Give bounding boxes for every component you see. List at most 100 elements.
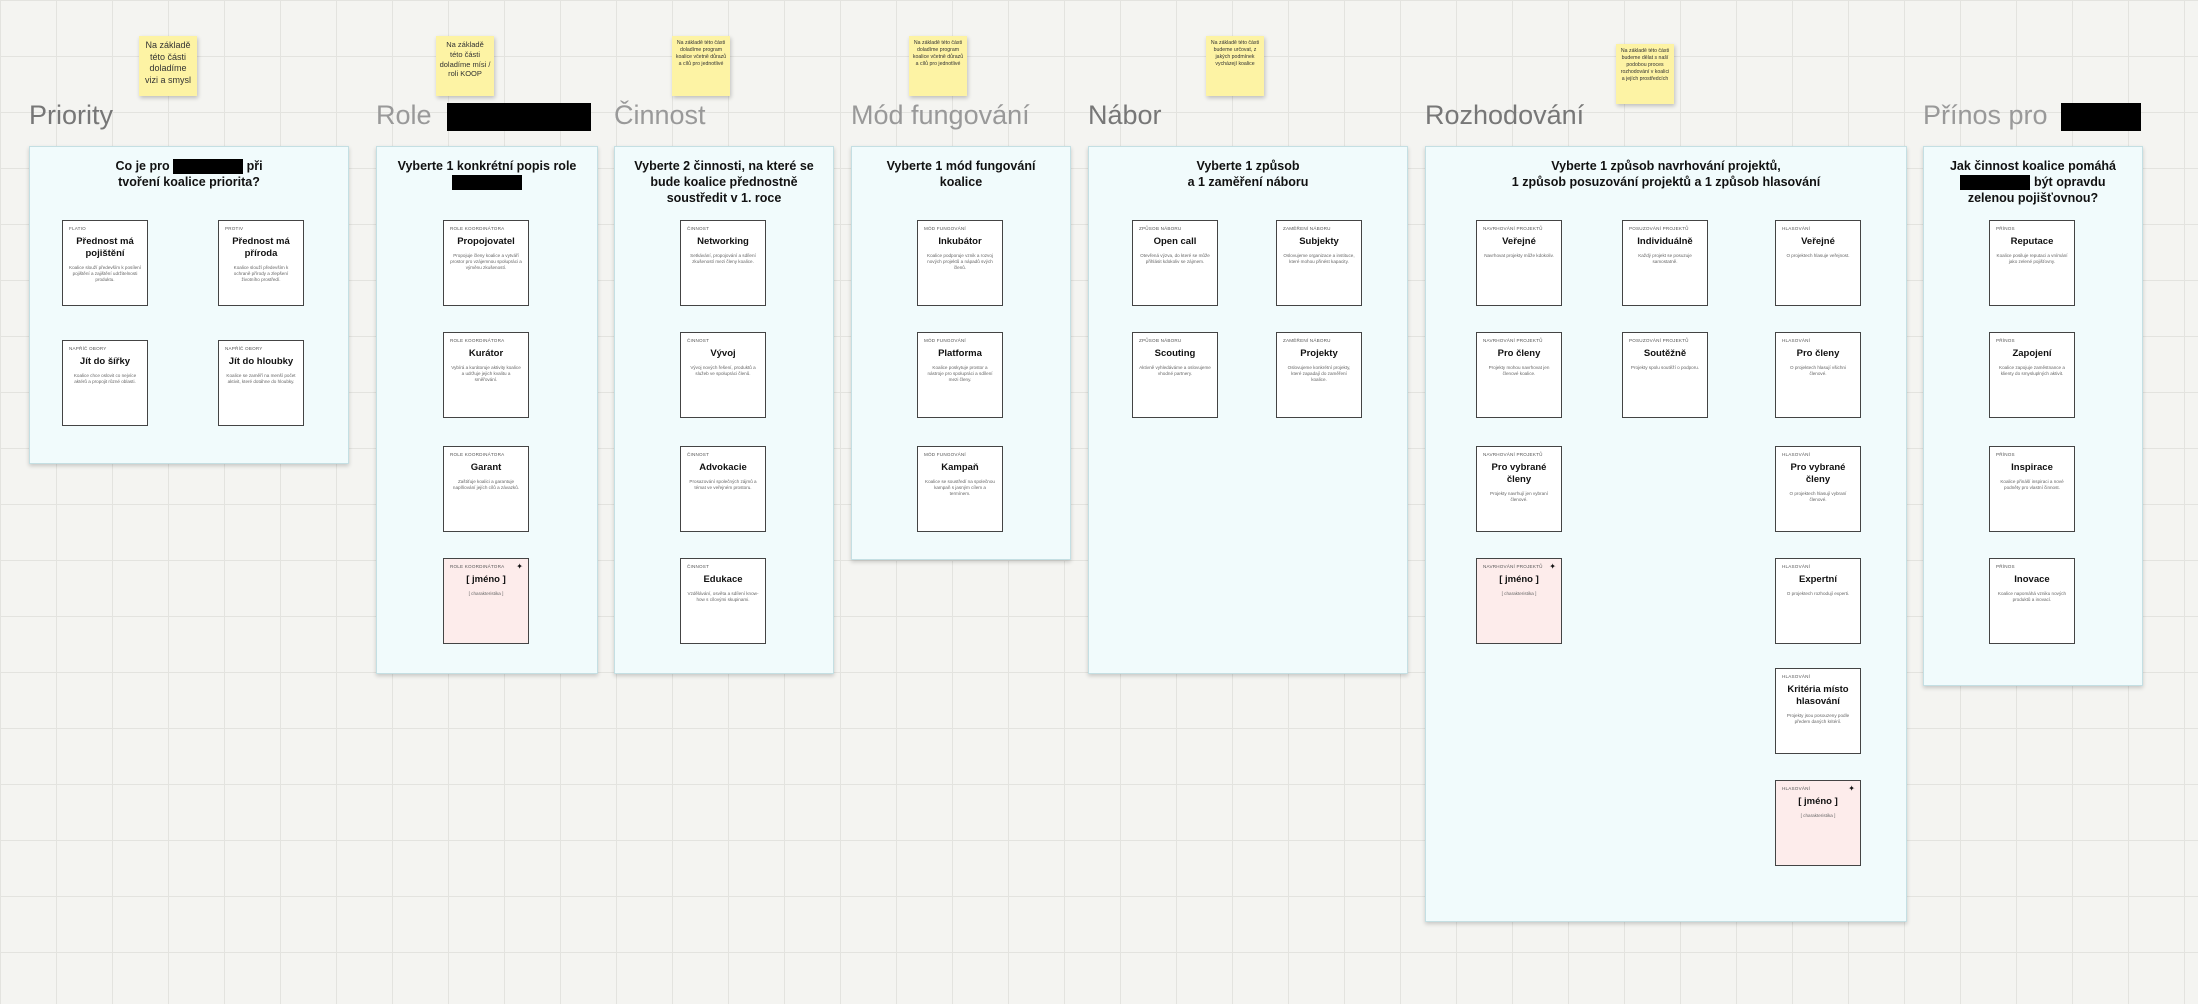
card-rozhodovani-navrh-verejne[interactable]: Navrhování projektůVeřejnéNavrhovat proj… [1476, 220, 1562, 306]
card-description: Projekty jsou posouzeny podle předem dan… [1786, 713, 1850, 725]
card-cinnost-vyvoj[interactable]: ČinnostVývojVývoj nových řešení, produkt… [680, 332, 766, 418]
card-description: Oslovujeme konkrétní projekty, které zap… [1287, 365, 1351, 383]
card-tag: Zaměření náboru [1283, 338, 1331, 343]
card-title: [ jméno ] [1499, 574, 1539, 585]
card-description: Koalice posiluje reputaci a vnímání jako… [1996, 253, 2068, 265]
card-title: Edukace [703, 574, 743, 585]
title-text: být opravdu [2033, 175, 2106, 189]
card-tag: Role koordinátora [450, 452, 505, 457]
card-cinnost-advokacie[interactable]: ČinnostAdvokacieProsazování společných z… [680, 446, 766, 532]
redacted-name [173, 159, 244, 175]
bird-icon: ✦ [1549, 562, 1556, 571]
card-prinos-inspirace[interactable]: PřínosInspiraceKoalice přináší inspiraci… [1989, 446, 2075, 532]
card-nabor-subjekty[interactable]: Zaměření náboruSubjektyOslovujeme organi… [1276, 220, 1362, 306]
card-title: Pro vybrané členy [1491, 462, 1547, 485]
card-description: Koalice napomáhá vzniku nových produktů … [1997, 591, 2067, 603]
card-title: Inkubátor [938, 236, 982, 247]
card-title: Open call [1153, 236, 1197, 247]
card-title: Platforma [938, 348, 982, 359]
card-role-custom[interactable]: ✦Role koordinátora[ jméno ][ charakteris… [443, 558, 529, 644]
redacted-name [447, 102, 592, 131]
card-prinos-zapojeni[interactable]: PřínosZapojeníKoalice zapojuje zaměstnan… [1989, 332, 2075, 418]
card-role-kurator[interactable]: Role koordinátoraKurátorVybírá a kurátor… [443, 332, 529, 418]
title-text: koalice [939, 175, 983, 189]
title-text: a 1 zaměření náboru [1187, 175, 1309, 189]
card-title: Projekty [1300, 348, 1338, 359]
card-description: Setkávání, propojování a sdílení zkušeno… [690, 253, 756, 265]
frame-title-priority: Co je pro při tvoření koalice priorita? [29, 158, 349, 190]
sticky-note-priority[interactable]: Na základě této části doladíme vizi a sm… [139, 36, 197, 96]
card-description: Projekty navrhují jen vybraní členové. [1490, 491, 1548, 503]
card-rozhodovani-navrh-vybrani[interactable]: Navrhování projektůPro vybrané členyProj… [1476, 446, 1562, 532]
card-tag: Přínos [1996, 226, 2015, 231]
card-description: Vzdělávání, osvěta a sdílení know-how s … [687, 591, 759, 603]
bird-icon: ✦ [1848, 784, 1855, 793]
sticky-note-rozhodovani[interactable]: Na základě této části budeme dělat s naš… [1616, 44, 1674, 104]
card-mod-inkubator[interactable]: Mód fungováníInkubátorKoalice podporuje … [917, 220, 1003, 306]
sticky-note-cinnost[interactable]: Na základě této části doladíme program k… [672, 36, 730, 96]
card-prinos-inovace[interactable]: PřínosInovaceKoalice napomáhá vzniku nov… [1989, 558, 2075, 644]
title-text: Vyberte 1 způsob navrhování projektů, [1551, 159, 1781, 173]
card-description: O projektech hlasují vybraní členové. [1789, 491, 1847, 503]
card-tag: Mód fungování [924, 338, 966, 343]
card-tag: Napříč obory [69, 346, 107, 351]
card-tag: Přínos [1996, 564, 2015, 569]
card-tag: Navrhování projektů [1483, 338, 1543, 343]
card-rozhodovani-navrh-custom[interactable]: ✦Navrhování projektů[ jméno ][ charakter… [1476, 558, 1562, 644]
card-tag: Přínos [1996, 452, 2015, 457]
redacted-name [2061, 102, 2142, 131]
card-title: Zapojení [2012, 348, 2052, 359]
card-description: Koalice slouží především k ochraně příro… [233, 265, 289, 283]
card-tag: Protiv [225, 226, 244, 231]
card-role-propojovatel[interactable]: Role koordinátoraPropojovatelPropojuje č… [443, 220, 529, 306]
card-rozhodovani-hlas-verejne[interactable]: HlasováníVeřejnéO projektech hlasuje veř… [1775, 220, 1861, 306]
card-description: Otevřená výzva, do které se může přihlás… [1140, 253, 1210, 265]
sticky-note-nabor[interactable]: Na základě této části budeme určovat, z … [1206, 36, 1264, 96]
card-title: Pro členy [1497, 348, 1541, 359]
sticky-note-mod[interactable]: Na základě této části doladíme program k… [909, 36, 967, 96]
card-title: Propojovatel [457, 236, 515, 247]
card-description: Koalice přináší inspiraci a nové podněty… [2000, 479, 2064, 491]
card-rozhodovani-individualne[interactable]: Posuzování projektůIndividuálněKaždý pro… [1622, 220, 1708, 306]
sticky-note-role[interactable]: Na základě této části doladíme mísi / ro… [436, 36, 494, 96]
title-text: Jak činnost koalice pomáhá [1949, 159, 2117, 173]
card-prinos-reputace[interactable]: PřínosReputaceKoalice posiluje reputaci … [1989, 220, 2075, 306]
bird-icon: ✦ [516, 562, 523, 571]
card-title: Inovace [2014, 574, 2050, 585]
card-tag: Napříč obory [225, 346, 263, 351]
column-label-rozhodovani: Rozhodování [1425, 100, 1585, 130]
card-rozhodovani-expertni[interactable]: HlasováníExpertníO projektech rozhodují … [1775, 558, 1861, 644]
frame-title-mod: Vyberte 1 mód fungování koalice [851, 158, 1071, 190]
card-title: Přednost má pojištění [76, 236, 134, 259]
card-rozhodovani-kriteria[interactable]: HlasováníKritéria místo hlasováníProjekt… [1775, 668, 1861, 754]
card-mod-platforma[interactable]: Mód fungováníPlatformaKoalice poskytuje … [917, 332, 1003, 418]
card-title: Advokacie [699, 462, 747, 473]
title-text: tvoření koalice priorita? [118, 175, 260, 190]
card-tag: Mód fungování [924, 226, 966, 231]
card-tag: Hlasování [1782, 564, 1811, 569]
card-tag: Hlasování [1782, 452, 1811, 457]
card-tag: Způsob náboru [1139, 226, 1182, 231]
card-mod-kampan[interactable]: Mód fungováníKampaňKoalice se soustředí … [917, 446, 1003, 532]
card-description: Zaštiťuje koalici a garantuje naplňování… [452, 479, 520, 491]
card-role-garant[interactable]: Role koordinátoraGarantZaštiťuje koalici… [443, 446, 529, 532]
card-cinnost-edukace[interactable]: ČinnostEdukaceVzdělávání, osvěta a sdíle… [680, 558, 766, 644]
card-title: Scouting [1154, 348, 1196, 359]
card-description: O projektech hlasují všichni členové. [1790, 365, 1846, 377]
card-nabor-projekty[interactable]: Zaměření náboruProjektyOslovujeme konkré… [1276, 332, 1362, 418]
card-rozhodovani-soutezne[interactable]: Posuzování projektůSoutěžněProjekty spol… [1622, 332, 1708, 418]
card-description: Aktivně vyhledáváme a oslovujeme vhodné … [1139, 365, 1211, 377]
card-tag: Posuzování projektů [1629, 226, 1689, 231]
card-rozhodovani-hlas-custom[interactable]: ✦Hlasování[ jméno ][ charakteristika ] [1775, 780, 1861, 866]
card-nabor-scouting[interactable]: Způsob náboruScoutingAktivně vyhledáváme… [1132, 332, 1218, 418]
card-cinnost-networking[interactable]: ČinnostNetworkingSetkávání, propojování … [680, 220, 766, 306]
card-description: [ charakteristika ] [1800, 813, 1836, 818]
